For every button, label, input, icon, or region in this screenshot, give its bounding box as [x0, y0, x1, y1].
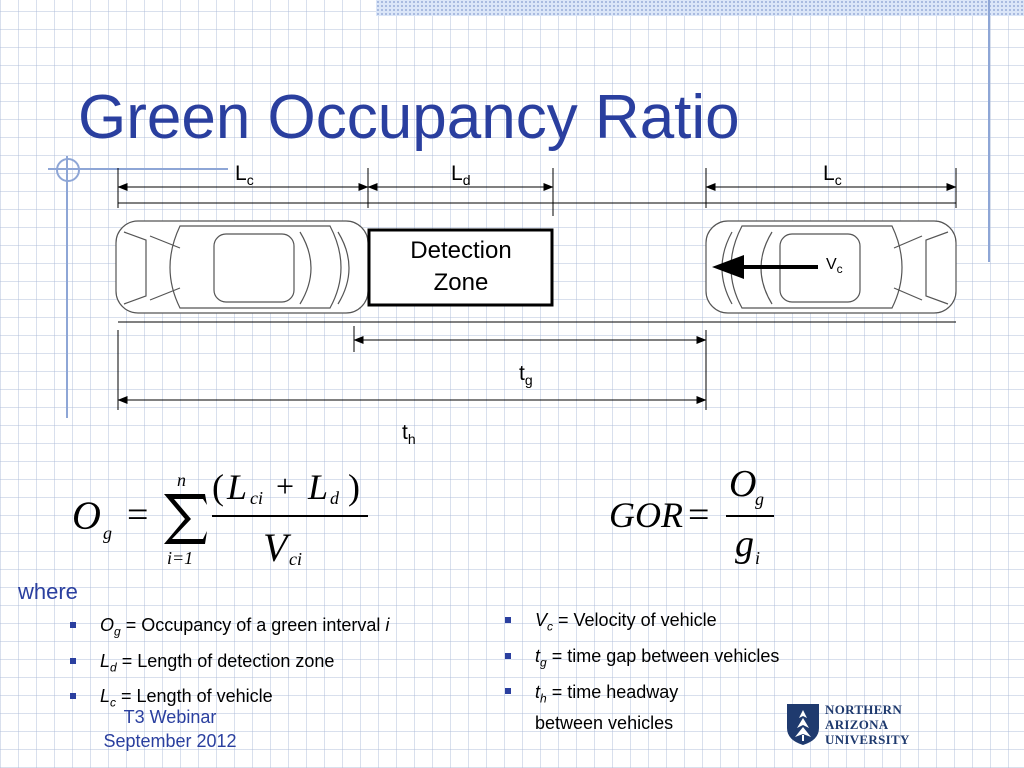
bullet-symbol: Og [100, 615, 121, 639]
formula-gor-equals: = [688, 494, 710, 536]
where-label: where [18, 579, 78, 604]
formula-og-lhs: O [72, 493, 101, 538]
deco-line-right [988, 0, 990, 262]
list-item: Vc = Velocity of vehicle [503, 606, 843, 642]
formula-og-denominator-sub: ci [289, 549, 302, 569]
list-item: Lc = Length of vehicle [68, 682, 468, 718]
label-lc-left: Lc [235, 162, 254, 189]
slide-title: Green Occupancy Ratio [78, 83, 740, 152]
label-ld: Ld [451, 162, 471, 189]
footer-text: T3 Webinar September 2012 [96, 705, 244, 753]
car-right [705, 220, 957, 314]
formula-og-denominator: V [263, 525, 288, 570]
bullet-symbol: tg [535, 645, 547, 670]
formula-og-lhs-sub: g [103, 523, 112, 543]
formula-og-sum-lower: i=1 [167, 548, 194, 568]
occupancy-diagram [115, 168, 957, 410]
detection-zone-box [367, 228, 554, 307]
formula-gor-fraction-bar [726, 515, 774, 517]
formula-og-fraction-bar [212, 515, 368, 517]
nau-shield-icon [787, 704, 819, 745]
formula-og-sum-upper: n [177, 470, 186, 490]
detection-zone-label: Detection Zone [370, 235, 552, 299]
label-tg: tg [519, 362, 533, 389]
label-lc-right: Lc [823, 162, 842, 189]
formula-gor-denominator: g [735, 523, 754, 565]
label-vc: Vc [826, 256, 843, 277]
list-item: tg = time gap between vehicles [503, 642, 843, 678]
formula-gor-numerator-sub: g [755, 489, 764, 509]
bullet-symbol: Ld [100, 650, 117, 675]
right-bullet-list: Vc = Velocity of vehicle tg = time gap b… [503, 606, 843, 735]
velocity-arrow [712, 255, 818, 279]
formula-gor-denominator-sub: i [755, 548, 761, 568]
bullet-symbol: Vc [535, 610, 554, 634]
label-th: th [402, 421, 416, 448]
deco-circle [56, 158, 80, 182]
car-left [115, 220, 369, 314]
nau-logo: NORTHERN ARIZONA UNIVERSITY [785, 702, 925, 748]
formula-gor-numerator: O [729, 463, 757, 505]
footer-line1: T3 Webinar [123, 707, 217, 727]
top-band [376, 0, 1024, 16]
zone-label-line2: Zone [433, 269, 489, 296]
sigma-symbol [164, 494, 207, 544]
bullet-symbol: th [535, 682, 547, 706]
deco-line-vertical [66, 156, 68, 418]
deco-line-horizontal [48, 168, 228, 170]
formula-og-numerator: ( L ci + L d ) [212, 467, 360, 508]
zone-label-line1: Detection [410, 237, 512, 264]
formula-gor-lhs: GOR [609, 495, 683, 535]
left-bullet-list: Og = Occupancy of a green interval i Ld … [68, 611, 468, 718]
nau-logo-text: NORTHERN ARIZONA UNIVERSITY [825, 702, 910, 747]
list-item: Og = Occupancy of a green interval i [68, 611, 468, 647]
footer-line2: September 2012 [103, 731, 237, 751]
list-item: Ld = Length of detection zone [68, 647, 468, 683]
formula-og-equals: = [127, 494, 149, 536]
bullet-symbol: Lc [100, 686, 117, 710]
